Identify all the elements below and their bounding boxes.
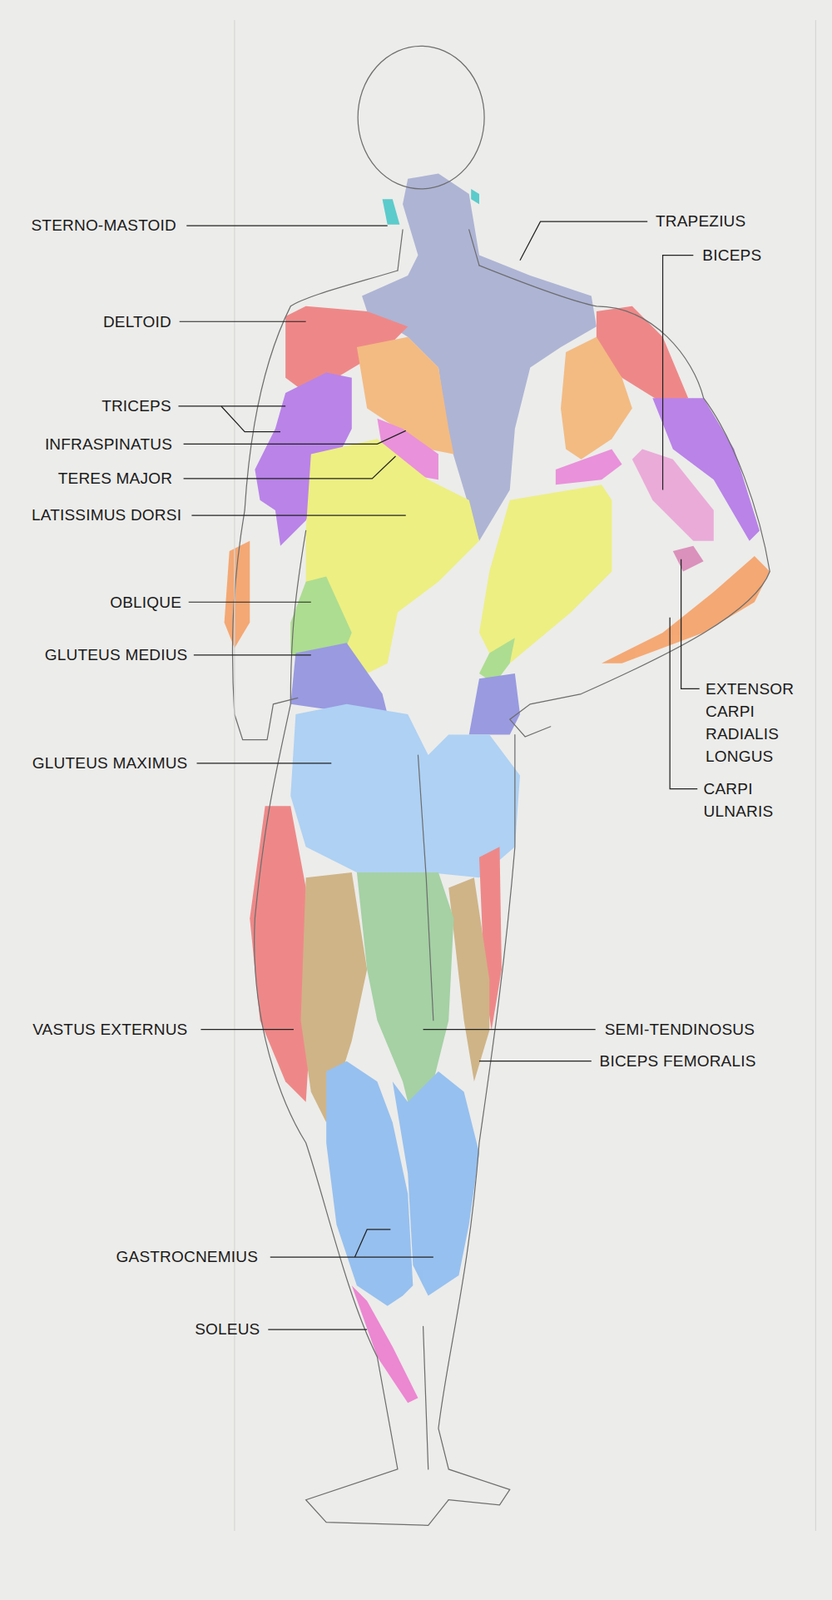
muscle-label: VASTUS EXTERNUS — [32, 1017, 188, 1040]
muscle-label: EXTENSOR CARPI RADIALIS LONGUS — [705, 677, 810, 768]
muscle-label: INFRASPINATUS — [44, 432, 173, 456]
muscle-label: OBLIQUE — [109, 590, 182, 614]
muscle-label: SEMI-TENDINOSUS — [604, 1017, 755, 1040]
muscle-label: BICEPS — [702, 243, 762, 267]
muscle-label: BICEPS FEMORALIS — [599, 1049, 757, 1072]
leader-lines — [178, 221, 699, 1329]
muscle-label: STERNO-MASTOID — [30, 213, 177, 237]
muscle-label: CARPI ULNARIS — [703, 777, 808, 823]
muscle-label: TERES MAJOR — [58, 466, 173, 490]
muscle-label: DELTOID — [103, 310, 172, 333]
muscle-label: TRAPEZIUS — [655, 209, 746, 233]
muscle-label: GASTROCNEMIUS — [116, 1244, 258, 1268]
muscle-label: LATISSIMUS DORSI — [31, 503, 182, 526]
muscle-label: TRICEPS — [101, 394, 172, 417]
muscle-label: GLUTEUS MAXIMUS — [32, 751, 189, 774]
muscle-label: SOLEUS — [194, 1317, 260, 1340]
muscle-label: GLUTEUS MEDIUS — [44, 643, 189, 666]
